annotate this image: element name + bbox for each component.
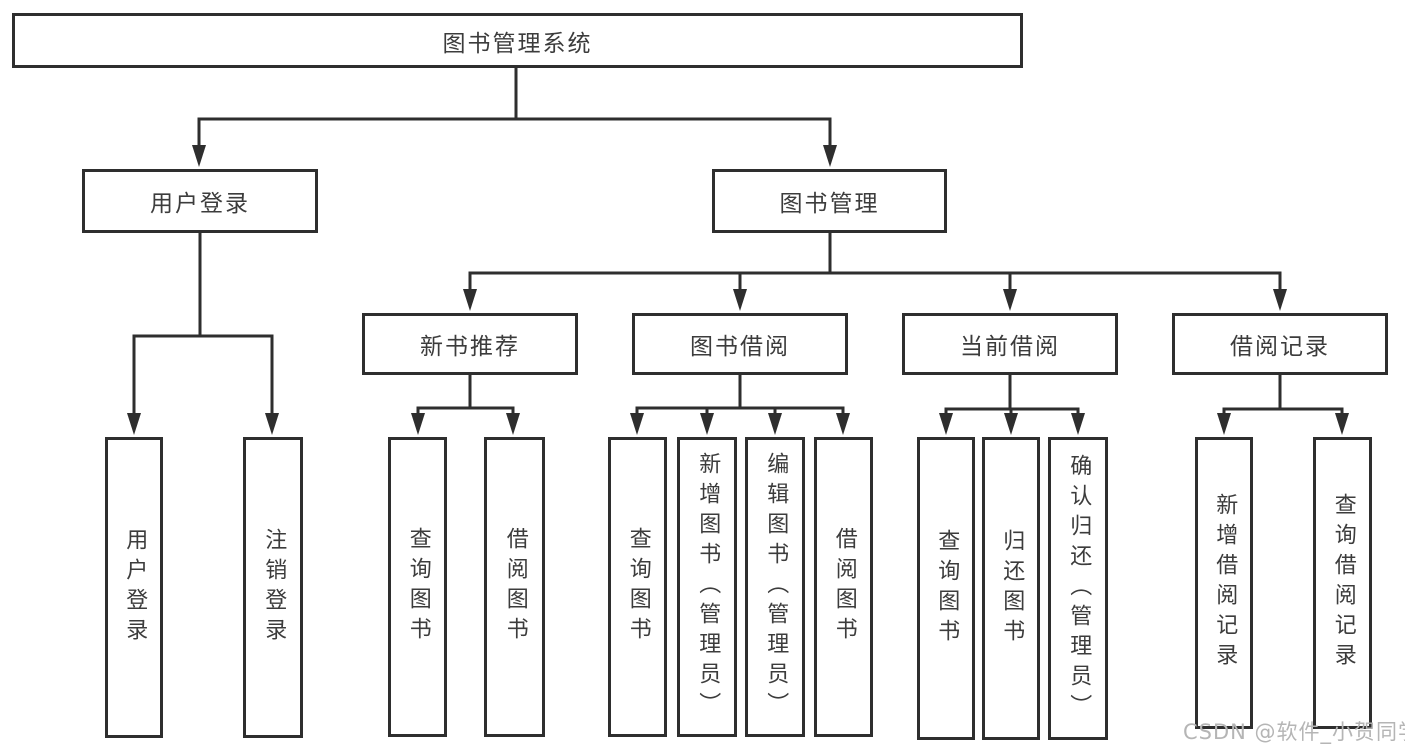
node-user-login: 用户登录 — [82, 169, 318, 233]
leaf-label: 确认归还（管理员） — [1066, 453, 1092, 724]
leaf-borrowing-edit-books-admin: 编辑图书（管理员） — [745, 437, 805, 737]
node-new-book-recommendation: 新书推荐 — [362, 313, 578, 375]
connector-records-to-leaves — [1217, 375, 1349, 435]
node-book-borrowing: 图书借阅 — [632, 313, 848, 375]
leaf-borrowing-borrow-books: 借阅图书 — [814, 437, 873, 737]
connector-recommend-to-leaves — [411, 375, 520, 435]
node-label: 图书借阅 — [690, 334, 790, 360]
node-book-management: 图书管理 — [712, 169, 947, 233]
node-label: 当前借阅 — [960, 334, 1060, 360]
leaf-current-return-books: 归还图书 — [982, 437, 1040, 740]
leaf-label: 查询借阅记录 — [1330, 493, 1356, 673]
node-label: 用户登录 — [150, 191, 250, 217]
leaf-label: 借阅图书 — [502, 527, 528, 647]
leaf-label: 借阅图书 — [831, 527, 857, 647]
leaf-recommend-query-books: 查询图书 — [388, 437, 447, 737]
leaf-label: 查询图书 — [625, 527, 651, 647]
leaf-logout: 注销登录 — [243, 437, 303, 738]
node-label: 图书管理 — [779, 191, 880, 217]
node-library-management-system: 图书管理系统 — [12, 13, 1023, 68]
connector-login-to-leaves — [127, 233, 279, 435]
leaf-label: 新增借阅记录 — [1212, 493, 1238, 673]
leaf-recommend-borrow-books: 借阅图书 — [484, 437, 545, 737]
node-borrowing-records: 借阅记录 — [1172, 313, 1388, 375]
leaf-borrowing-query-books: 查询图书 — [608, 437, 667, 737]
node-label: 新书推荐 — [420, 334, 520, 360]
leaf-user-login: 用户登录 — [105, 437, 163, 738]
leaf-current-query-books: 查询图书 — [917, 437, 975, 740]
node-label: 借阅记录 — [1230, 334, 1330, 360]
node-current-borrowing: 当前借阅 — [902, 313, 1118, 375]
leaf-label: 编辑图书（管理员） — [763, 452, 789, 722]
leaf-label: 新增图书（管理员） — [695, 452, 721, 722]
connector-mgmt-to-level2 — [463, 233, 1287, 311]
leaf-records-add-borrow-record: 新增借阅记录 — [1195, 437, 1253, 729]
leaf-current-confirm-return-admin: 确认归还（管理员） — [1048, 437, 1108, 740]
connector-borrow-to-leaves — [630, 375, 850, 435]
node-label: 图书管理系统 — [442, 30, 593, 57]
leaf-label: 查询图书 — [934, 528, 960, 649]
leaf-borrowing-add-books-admin: 新增图书（管理员） — [677, 437, 737, 737]
leaf-label: 查询图书 — [405, 527, 431, 647]
leaf-records-query-borrow-record: 查询借阅记录 — [1313, 437, 1372, 729]
leaf-label: 用户登录 — [122, 527, 148, 648]
connector-current-to-leaves — [939, 375, 1085, 435]
leaf-label: 归还图书 — [999, 528, 1025, 649]
leaf-label: 注销登录 — [261, 527, 287, 648]
connector-root-to-level1 — [192, 68, 837, 167]
csdn-watermark: CSDN @软件_小贺同学 — [1183, 720, 1405, 744]
